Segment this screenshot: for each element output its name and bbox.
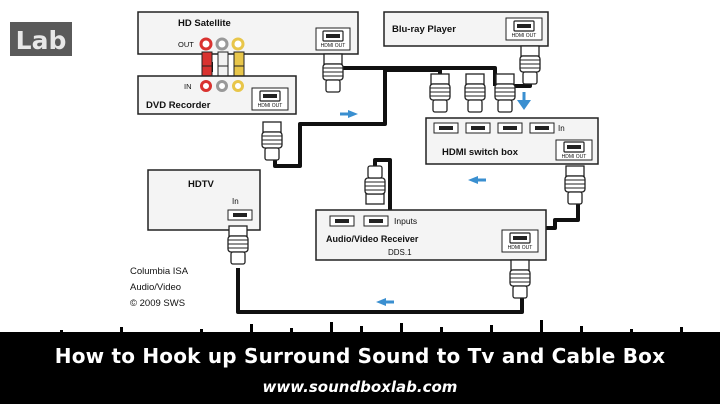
banner-url: www.soundboxlab.com [262, 378, 458, 396]
switch-port-label: HDMI OUT [562, 154, 587, 160]
plug-switch-in-2 [464, 73, 486, 113]
receiver-inputs-label: Inputs [394, 216, 417, 226]
credit-line-1: Columbia ISA [130, 266, 189, 277]
bluray-player-box: Blu-ray Player HDMI OUT [383, 11, 549, 47]
dvd-port-label: HDMI OUT [258, 103, 283, 109]
hd-satellite-box: HD Satellite OUT HDMI OUT [137, 11, 359, 55]
hdtv-box: HDTV In [147, 169, 261, 231]
rca-white-jack [215, 37, 229, 51]
plug-satellite [322, 53, 344, 93]
credit-line-3: © 2009 SWS [130, 298, 185, 309]
signal-arrows [348, 100, 531, 306]
arrow-icon [376, 298, 386, 306]
satellite-port-label: HDMI OUT [321, 43, 346, 49]
hdmi-switch-label: HDMI switch box [442, 147, 519, 158]
plug-receiver-in [364, 165, 386, 205]
hdtv-in-label: In [232, 197, 239, 206]
plug-switch-in-1 [429, 73, 451, 113]
arrow-icon [517, 100, 531, 110]
av-receiver-box: Inputs Audio/Video Receiver DDS.1 HDMI O… [315, 209, 547, 261]
arrow-icon [468, 176, 478, 184]
logo-text: Lab [16, 26, 67, 55]
rca-plugs [201, 51, 245, 77]
plug-switch-out [564, 165, 586, 205]
hd-satellite-label: HD Satellite [178, 18, 231, 29]
arrow-icon [348, 110, 358, 118]
plug-switch-in-3 [494, 73, 516, 113]
dvd-recorder-label: DVD Recorder [146, 100, 211, 111]
satellite-out-label: OUT [178, 40, 194, 49]
cable-dvd-to-switch [273, 68, 442, 168]
credit: Columbia ISA Audio/Video © 2009 SWS [130, 266, 189, 309]
cable-receiver-to-hdtv [236, 268, 524, 314]
switch-in-label: In [558, 124, 565, 133]
rca-yellow-jack [231, 37, 245, 51]
dvd-rca-red [200, 80, 212, 92]
soundwave-decoration [0, 320, 720, 340]
dvd-in-label: IN [184, 82, 192, 91]
credit-line-2: Audio/Video [130, 282, 181, 293]
bluray-port-label: HDMI OUT [512, 33, 537, 39]
bluray-label: Blu-ray Player [392, 24, 456, 35]
logo: Lab [10, 22, 72, 56]
hdtv-label: HDTV [188, 179, 215, 190]
dvd-rca-yellow [232, 80, 244, 92]
plug-dvd [261, 121, 283, 161]
receiver-sublabel: DDS.1 [388, 248, 412, 257]
plug-receiver-out [509, 259, 531, 299]
banner-title: How to Hook up Surround Sound to Tv and … [54, 344, 666, 368]
hdmi-switch-box: In HDMI switch box HDMI OUT [425, 117, 599, 165]
receiver-label: Audio/Video Receiver [326, 234, 419, 244]
plug-hdtv [227, 225, 249, 265]
caption-banner: How to Hook up Surround Sound to Tv and … [0, 338, 720, 404]
dvd-recorder-box: IN DVD Recorder HDMI OUT [137, 75, 297, 115]
plug-bluray [519, 45, 541, 85]
rca-red-jack [199, 37, 213, 51]
receiver-port-label: HDMI OUT [508, 245, 533, 251]
dvd-rca-white [216, 80, 228, 92]
